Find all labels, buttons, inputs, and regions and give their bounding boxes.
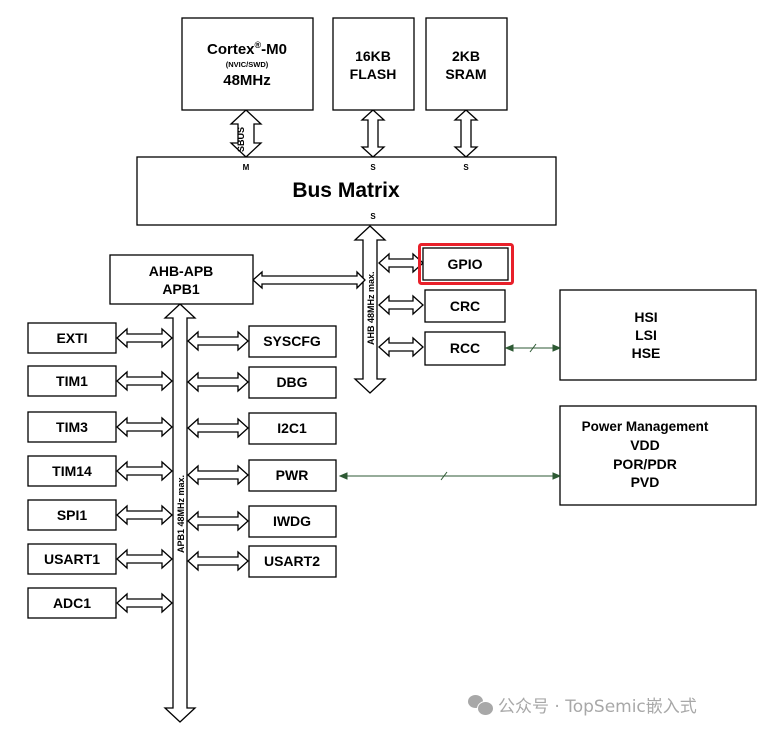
rcc-block — [424, 331, 506, 366]
rcc-label: RCC — [450, 340, 480, 356]
bus-matrix-block — [136, 156, 557, 226]
usart1-block — [27, 543, 117, 575]
nvic-swd-label: (NVIC/SWD) — [226, 60, 269, 69]
syscfg-label: SYSCFG — [263, 333, 321, 349]
tim14-label: TIM14 — [52, 463, 92, 479]
bus-slash — [529, 343, 537, 353]
por-pdr-label: POR/PDR — [613, 456, 677, 472]
exti-apb-arrow — [116, 327, 173, 349]
gpio-label: GPIO — [447, 256, 482, 272]
usart2-block — [248, 545, 337, 578]
pwr-label: PWR — [276, 467, 309, 483]
bridge-label: AHB-APB — [149, 263, 214, 279]
port-slave-flash: S — [370, 163, 376, 172]
tim3-label: TIM3 — [56, 419, 88, 435]
ahb-rcc-arrow — [378, 336, 424, 358]
flash-block — [332, 17, 415, 111]
sram-bus-arrow — [453, 109, 479, 158]
port-slave-ahb: S — [370, 212, 376, 221]
bus-arrows — [163, 109, 479, 723]
lsi-label: LSI — [635, 327, 657, 343]
core-frequency: 48MHz — [223, 72, 271, 89]
apb1-bus-arrow — [163, 303, 197, 723]
i2c1-apb-arrow — [187, 417, 249, 439]
ahb-gpio-arrow — [378, 252, 424, 274]
flash-size: 16KB — [355, 48, 391, 64]
iwdg-label: IWDG — [273, 513, 311, 529]
pwr-block — [248, 459, 337, 492]
syscfg-apb-arrow — [187, 330, 249, 352]
adc1-block — [27, 587, 117, 619]
apb-bus-label: APB1 48MHz max. — [176, 475, 186, 553]
cortex-m0-block — [181, 17, 314, 111]
syscfg-block — [248, 325, 337, 358]
pvd-label: PVD — [631, 474, 660, 490]
arrowhead-right — [552, 472, 562, 480]
watermark-text: 公众号 · TopSemic嵌入式 — [498, 697, 697, 717]
pwr-apb-arrow — [187, 464, 249, 486]
port-slave-sram: S — [463, 163, 469, 172]
signal-links — [338, 343, 562, 481]
hsi-label: HSI — [634, 309, 657, 325]
crc-block — [424, 289, 506, 323]
bus-slash — [440, 471, 448, 481]
flash-label: FLASH — [350, 66, 397, 82]
tim1-label: TIM1 — [56, 373, 88, 389]
exti-block — [27, 322, 117, 354]
sram-block — [425, 17, 508, 111]
iwdg-block — [248, 505, 337, 538]
tim1-block — [27, 365, 117, 397]
bus-matrix-title: Bus Matrix — [292, 179, 400, 202]
sram-label: SRAM — [445, 66, 486, 82]
gpio-highlight — [418, 243, 514, 285]
vdd-label: VDD — [630, 437, 660, 453]
port-master: M — [243, 163, 250, 172]
watermark: 公众号 · TopSemic嵌入式 — [468, 692, 697, 717]
ahb-bus-label: AHB 48MHz max. — [366, 271, 376, 345]
usart2-apb-arrow — [187, 550, 249, 572]
adc1-apb-arrow — [116, 592, 173, 614]
flash-bus-arrow — [360, 109, 386, 158]
power-title: Power Management — [582, 419, 709, 434]
tim3-apb-arrow — [116, 416, 173, 438]
spi1-block — [27, 499, 117, 531]
i2c1-label: I2C1 — [277, 420, 307, 436]
tim3-block — [27, 411, 117, 443]
dbg-label: DBG — [276, 374, 307, 390]
clock-sources-block — [559, 289, 757, 381]
usart1-label: USART1 — [44, 551, 100, 567]
hse-label: HSE — [632, 345, 661, 361]
cortex-label: Cortex®-M0 — [207, 40, 287, 58]
tim14-block — [27, 455, 117, 487]
spi1-label: SPI1 — [57, 507, 88, 523]
usart2-label: USART2 — [264, 553, 320, 569]
apb1-label: APB1 — [162, 281, 200, 297]
sram-size: 2KB — [452, 48, 480, 64]
ahb-bus-arrow — [353, 225, 387, 394]
dbg-apb-arrow — [187, 371, 249, 393]
gpio-block — [422, 247, 509, 281]
dbg-block — [248, 366, 337, 399]
usart1-apb-arrow — [116, 548, 173, 570]
arrowhead-left — [338, 472, 348, 480]
exti-label: EXTI — [56, 330, 87, 346]
tim1-apb-arrow — [116, 370, 173, 392]
power-management-block — [559, 405, 757, 506]
tim14-apb-arrow — [116, 460, 173, 482]
ahb-apb-bridge-block — [109, 254, 254, 305]
arrowhead-right — [552, 344, 562, 352]
sbus-label: SBUS — [236, 127, 246, 152]
iwdg-apb-arrow — [187, 510, 249, 532]
crc-label: CRC — [450, 298, 480, 314]
bridge-ahb-arrow — [252, 270, 366, 290]
spi1-apb-arrow — [116, 504, 173, 526]
ahb-crc-arrow — [378, 294, 424, 316]
wechat-icon — [468, 694, 494, 716]
adc1-label: ADC1 — [53, 595, 91, 611]
arrowhead-left — [504, 344, 514, 352]
i2c1-block — [248, 412, 337, 445]
